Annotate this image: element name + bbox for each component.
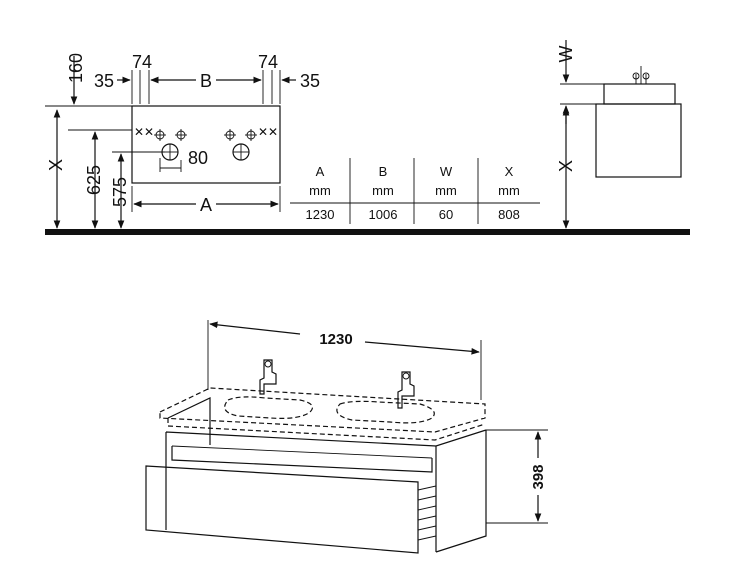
dim-x-label: X	[46, 159, 66, 171]
dim-74-right-label: 74	[258, 52, 278, 72]
table-header-b: B	[379, 164, 388, 179]
drawer-front	[145, 465, 419, 554]
dim-575-label: 575	[110, 177, 130, 207]
dim-35-left-label: 35	[94, 71, 114, 91]
basin-outline	[131, 105, 281, 184]
side-basin	[603, 83, 676, 105]
table-unit-a: mm	[309, 183, 331, 198]
left-tap-holes: ✕✕	[134, 125, 187, 161]
perspective-height-label: 398	[530, 464, 547, 489]
table-value-b: 1006	[369, 207, 398, 222]
right-tap-icon	[397, 371, 415, 409]
side-view: W X	[556, 40, 682, 229]
floor-line	[45, 229, 690, 235]
dim-a-label: A	[200, 195, 212, 215]
dimension-table: A B W X mm mm mm mm 1230 1006 60 808	[290, 158, 540, 224]
right-tap-holes: ✕✕	[224, 125, 278, 161]
table-unit-b: mm	[372, 183, 394, 198]
dim-625-label: 625	[84, 165, 104, 195]
dim-b-label: B	[200, 71, 212, 91]
side-dim-x-label: X	[556, 160, 576, 172]
svg-text:✕✕: ✕✕	[134, 125, 154, 139]
left-bowl	[224, 396, 313, 419]
table-value-w: 60	[439, 207, 453, 222]
table-value-a: 1230	[306, 207, 335, 222]
dim-35-right-label: 35	[300, 71, 320, 91]
left-tap-icon	[259, 359, 277, 395]
dim-80-label: 80	[188, 148, 208, 168]
table-value-x: 808	[498, 207, 520, 222]
svg-text:✕✕: ✕✕	[258, 125, 278, 139]
table-unit-x: mm	[498, 183, 520, 198]
table-header-a: A	[316, 164, 325, 179]
dim-160-label: 160	[66, 53, 86, 83]
washbasin-outline	[159, 387, 486, 433]
dim-74-left-label: 74	[132, 52, 152, 72]
plan-view: ✕✕ ✕✕ 160 35 74	[45, 52, 690, 235]
perspective-width-label: 1230	[319, 331, 352, 348]
side-dim-w-label: W	[556, 46, 576, 63]
table-unit-w: mm	[435, 183, 457, 198]
table-header-w: W	[440, 164, 453, 179]
perspective-view: 1230 398	[145, 320, 548, 554]
right-bowl	[336, 400, 435, 424]
side-cabinet	[595, 103, 682, 178]
table-header-x: X	[505, 164, 514, 179]
